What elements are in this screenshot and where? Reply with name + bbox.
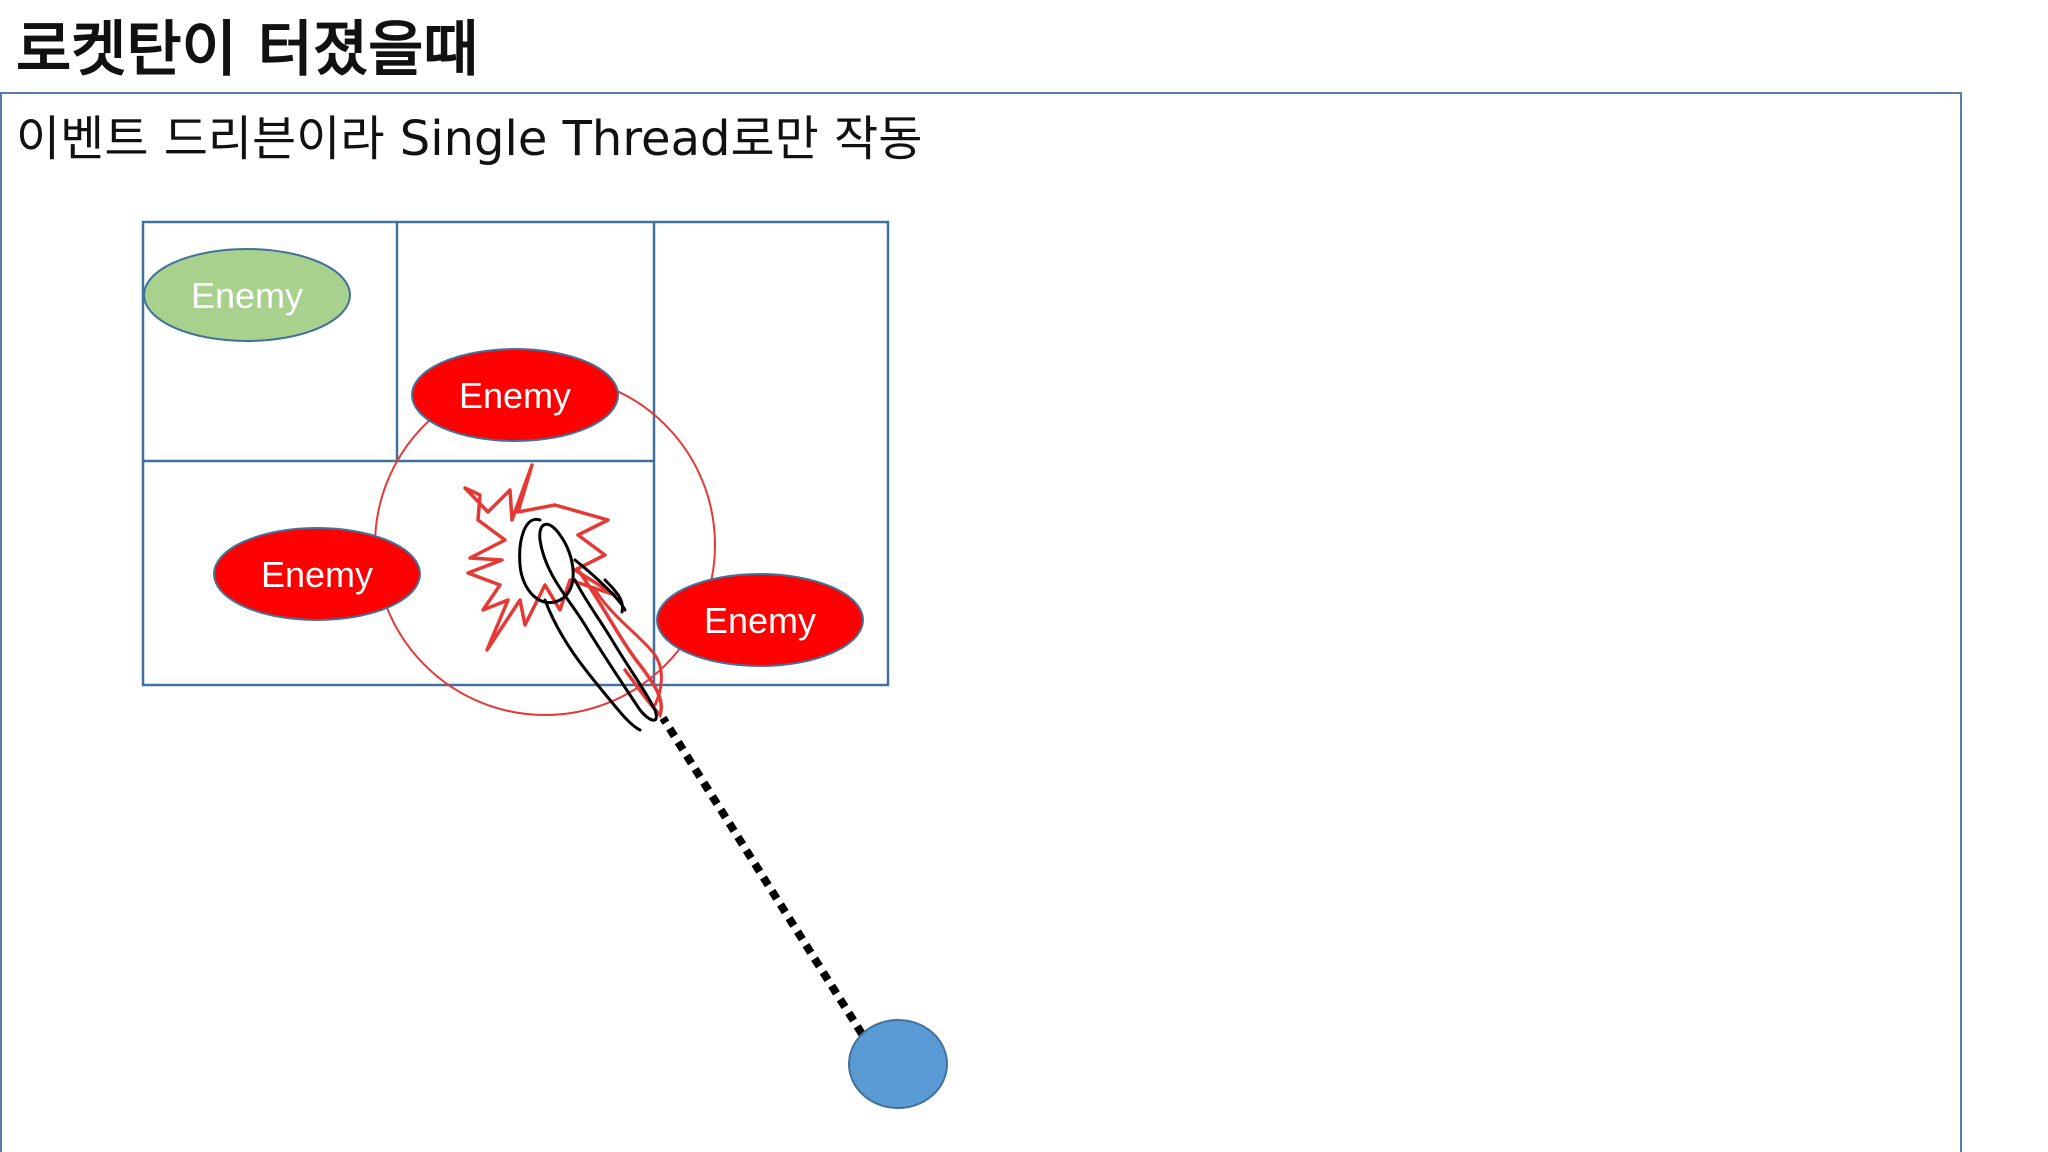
content-frame bbox=[0, 92, 1962, 1152]
enemy-hit: Enemy bbox=[411, 348, 619, 442]
enemy-unaffected: Enemy bbox=[143, 248, 351, 342]
enemy-hit: Enemy bbox=[656, 573, 864, 667]
explosion-streak-icon bbox=[576, 568, 663, 719]
slide-subtitle: 이벤트 드리븐이라 Single Thread로만 작동 bbox=[16, 111, 923, 167]
impact-scribble-icon bbox=[518, 517, 658, 732]
enemy-label: Enemy bbox=[704, 600, 816, 641]
sector-grid-outline bbox=[141, 220, 890, 687]
enemy-label: Enemy bbox=[261, 554, 373, 595]
launcher-unit bbox=[848, 1019, 948, 1109]
enemy-shape bbox=[656, 573, 864, 667]
explosion-streak-icon bbox=[593, 588, 663, 707]
enemy-shape bbox=[213, 527, 421, 621]
slide-title: 로켓탄이 터졌을때 bbox=[16, 15, 479, 85]
explosion-burst-icon bbox=[463, 463, 617, 652]
enemy-shape bbox=[143, 248, 351, 342]
sector-grid bbox=[141, 220, 890, 687]
enemy-label: Enemy bbox=[459, 375, 571, 416]
enemy-shape bbox=[411, 348, 619, 442]
rocket-trajectory bbox=[659, 715, 866, 1037]
enemy-label: Enemy bbox=[191, 275, 303, 316]
enemy-hit: Enemy bbox=[213, 527, 421, 621]
